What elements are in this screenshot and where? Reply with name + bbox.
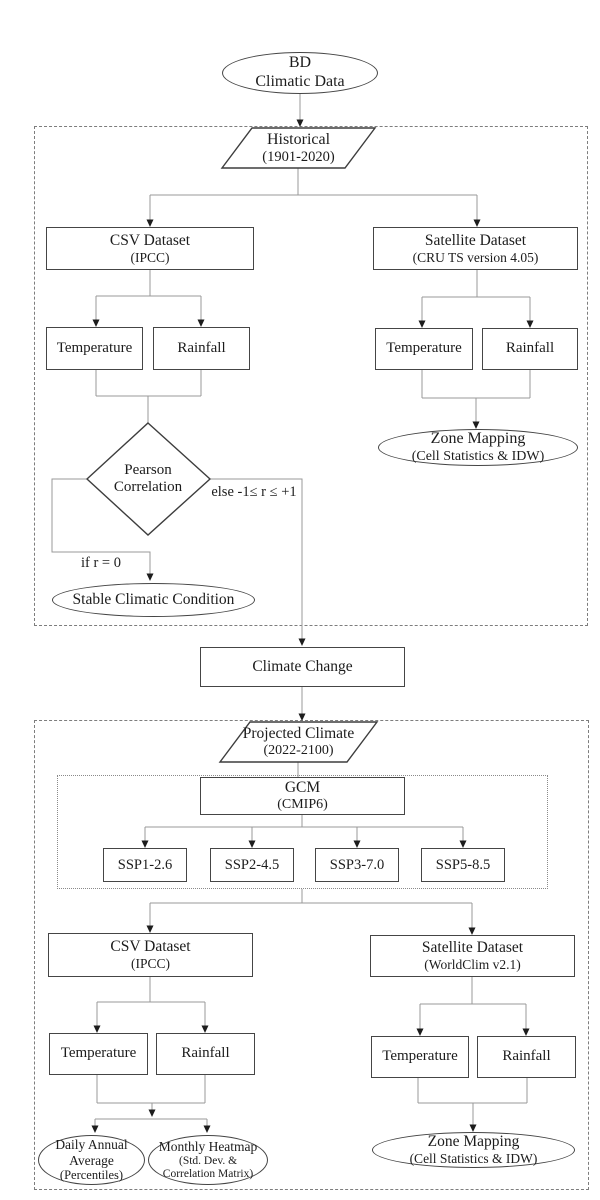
- node-rainfall-csv-projected: Rainfall: [156, 1033, 255, 1075]
- node-temperature-satellite-projected: Temperature: [371, 1036, 469, 1078]
- node-sublabel: (IPCC): [130, 249, 170, 265]
- node-label: Temperature: [386, 340, 462, 357]
- node-bd-climatic-data: BD Climatic Data: [222, 52, 378, 94]
- node-ssp1-26: SSP1-2.6: [103, 848, 187, 882]
- node-label: Temperature: [382, 1048, 458, 1065]
- projected-parallelogram-shape: [218, 721, 379, 763]
- node-climate-change: Climate Change: [200, 647, 405, 687]
- node-label: Pearson: [124, 461, 172, 478]
- node-sublabel: (1901-2020): [262, 149, 335, 166]
- node-label: Correlation: [113, 479, 183, 495]
- node-label: GCM: [284, 778, 321, 796]
- node-sublabel: (WorldClim v2.1): [424, 957, 521, 973]
- pearson-diamond-shape: [85, 422, 212, 536]
- node-label: Satellite Dataset: [424, 231, 527, 249]
- node-ssp2-45: SSP2-4.5: [210, 848, 294, 882]
- node-csv-dataset-projected: CSV Dataset (IPCC): [48, 933, 253, 977]
- connector-lines: [51, 93, 531, 1127]
- node-ssp5-85: SSP5-8.5: [421, 848, 505, 882]
- node-ssp3-70: SSP3-7.0: [315, 848, 399, 882]
- node-sublabel: (CMIP6): [277, 796, 328, 812]
- node-temperature-csv-projected: Temperature: [49, 1033, 148, 1075]
- arrowheads: [91, 119, 534, 1133]
- node-sublabel: (Cell Statistics & IDW): [409, 1151, 538, 1167]
- node-sublabel: (CRU TS version 4.05): [412, 249, 539, 265]
- node-rainfall-satellite-historical: Rainfall: [482, 328, 578, 370]
- node-label: Satellite Dataset: [421, 939, 524, 957]
- node-label: Temperature: [56, 339, 133, 356]
- node-label: Zone Mapping: [430, 430, 526, 448]
- node-satellite-dataset-projected: Satellite Dataset (WorldClim v2.1): [370, 935, 575, 977]
- node-label: Climatic Data: [255, 73, 345, 90]
- node-daily-annual-average: Daily Annual Average (Percentiles): [38, 1135, 145, 1185]
- node-rainfall-satellite-projected: Rainfall: [477, 1036, 576, 1078]
- node-label: CSV Dataset: [110, 938, 191, 956]
- node-label: SSP3-7.0: [329, 856, 385, 873]
- node-label: Zone Mapping: [427, 1133, 520, 1151]
- node-label: Climate Change: [252, 658, 353, 676]
- node-temperature-csv-historical: Temperature: [46, 327, 143, 370]
- edge-label-else-r: else -1≤ r ≤ +1: [211, 484, 297, 500]
- node-pearson-correlation: Pearson Correlation: [98, 456, 198, 502]
- historical-section-container: [34, 126, 588, 626]
- projected-section-container: [34, 720, 589, 1190]
- node-label: CSV Dataset: [109, 231, 191, 249]
- node-sublabel: (IPCC): [130, 956, 170, 972]
- node-label: SSP5-8.5: [435, 856, 491, 873]
- node-gcm: GCM (CMIP6): [200, 777, 405, 815]
- edge-label-if-r-0: if r = 0: [81, 554, 121, 571]
- node-historical: Historical (1901-2020): [232, 129, 365, 168]
- node-label: Temperature: [60, 1045, 137, 1062]
- node-shapes: [85, 127, 379, 763]
- node-label: Rainfall: [505, 340, 555, 357]
- node-sublabel: Correlation Matrix): [162, 1167, 254, 1180]
- node-label: Projected Climate: [242, 724, 355, 742]
- node-satellite-dataset-historical: Satellite Dataset (CRU TS version 4.05): [373, 227, 578, 270]
- node-label: Average: [69, 1152, 114, 1168]
- node-label: Monthly Heatmap: [158, 1138, 258, 1154]
- node-csv-dataset-historical: CSV Dataset (IPCC): [46, 227, 254, 270]
- node-projected-climate: Projected Climate (2022-2100): [235, 723, 362, 761]
- node-label: SSP2-4.5: [224, 856, 280, 873]
- node-sublabel: (Cell Statistics & IDW): [411, 448, 545, 464]
- node-label: Stable Climatic Condition: [72, 591, 235, 609]
- node-rainfall-csv-historical: Rainfall: [153, 327, 250, 370]
- node-zone-mapping-projected: Zone Mapping (Cell Statistics & IDW): [372, 1132, 575, 1168]
- node-label: Rainfall: [177, 339, 226, 356]
- node-monthly-heatmap: Monthly Heatmap (Std. Dev. & Correlation…: [148, 1135, 268, 1185]
- node-label: Historical: [266, 130, 331, 148]
- node-sublabel: (2022-2100): [263, 742, 334, 758]
- node-label: Rainfall: [181, 1045, 230, 1062]
- historical-parallelogram-shape: [220, 127, 377, 169]
- node-sublabel: (Std. Dev. &: [178, 1154, 238, 1167]
- node-label: Daily Annual: [55, 1137, 128, 1153]
- gcm-scenarios-container: [57, 775, 548, 889]
- node-temperature-satellite-historical: Temperature: [375, 328, 473, 370]
- node-zone-mapping-historical: Zone Mapping (Cell Statistics & IDW): [378, 429, 578, 466]
- node-sublabel: (Percentiles): [59, 1168, 124, 1183]
- node-label: BD: [288, 54, 312, 72]
- node-label: SSP1-2.6: [117, 856, 173, 873]
- node-label: Rainfall: [502, 1048, 551, 1065]
- node-stable-climatic-condition: Stable Climatic Condition: [52, 583, 255, 617]
